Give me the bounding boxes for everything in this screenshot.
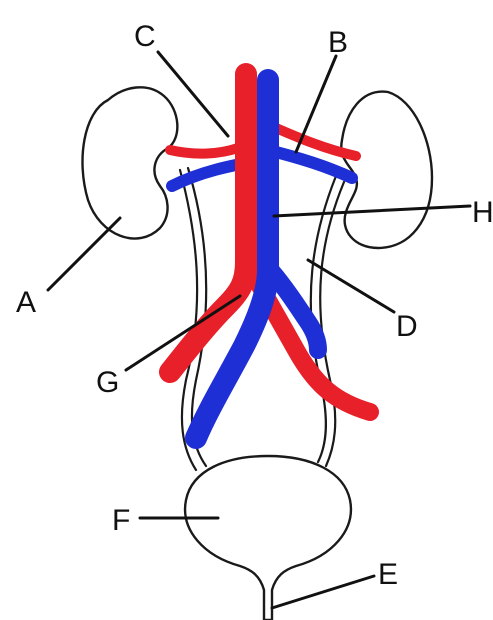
label-b: B (328, 26, 348, 59)
inferior-vena-cava (196, 80, 268, 438)
label-a: A (16, 286, 36, 319)
label-e: E (378, 558, 398, 591)
label-g: G (96, 366, 119, 399)
label-c: C (134, 20, 156, 53)
aorta (170, 74, 246, 372)
right-ureter-inner (320, 182, 344, 466)
label-h: H (472, 196, 493, 229)
left-renal-artery (170, 148, 238, 154)
bladder (185, 456, 351, 620)
left-kidney (82, 87, 177, 238)
label-d: D (396, 310, 418, 343)
leader-line-b (296, 56, 336, 152)
leader-line-e (272, 576, 374, 608)
label-f: F (112, 504, 130, 537)
leader-line-a (48, 218, 120, 290)
right-kidney (341, 92, 432, 248)
